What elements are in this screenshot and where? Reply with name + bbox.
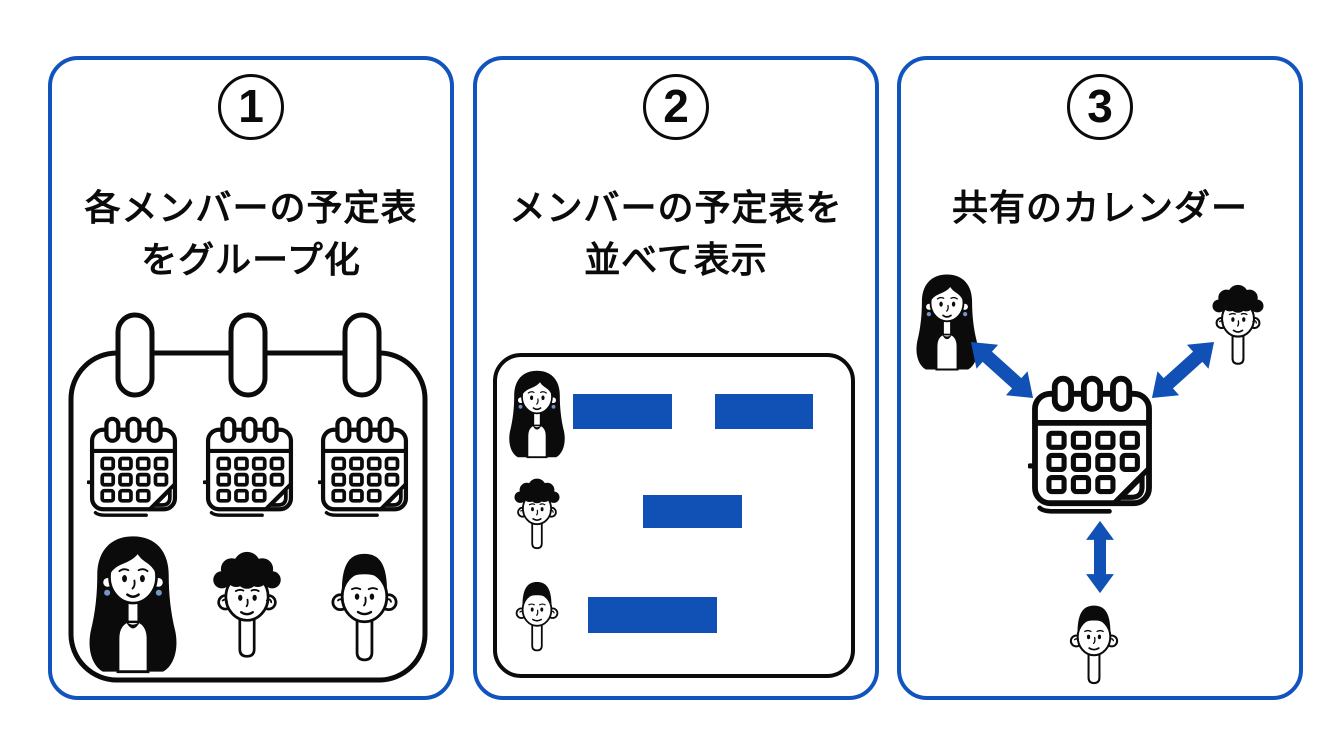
- side-by-side-schedules-illustration: [493, 353, 855, 678]
- calendar-icon: [87, 416, 180, 518]
- short-hair-man-avatar-icon: [318, 533, 411, 677]
- curly-hair-man-avatar-icon: [507, 467, 567, 561]
- shared-calendar-icon: [1028, 374, 1156, 516]
- shared-calendar-illustration: [901, 60, 1299, 696]
- panel-3-title: 共有のカレンダー: [901, 182, 1299, 234]
- woman-avatar-icon: [507, 367, 567, 461]
- short-hair-man-avatar-icon: [1060, 589, 1128, 697]
- double-arrow-icon: [1082, 519, 1118, 595]
- short-hair-man-avatar-icon: [507, 567, 567, 663]
- calendar-icon: [203, 416, 296, 518]
- step-3-number-badge: 3: [1067, 74, 1133, 140]
- woman-avatar-icon: [86, 530, 180, 678]
- panel-step-2: 2 メンバーの予定表を 並べて表示: [473, 56, 879, 700]
- curly-hair-man-avatar-icon: [202, 533, 292, 677]
- panel-3-title-line-1: 共有のカレンダー: [951, 187, 1248, 228]
- panel-1-title-line-2: をグループ化: [141, 239, 361, 280]
- panel-step-3: 3 共有のカレンダー: [897, 56, 1303, 700]
- step-2-number-badge: 2: [643, 74, 709, 140]
- step-2-number: 2: [663, 79, 689, 132]
- schedule-block: [715, 394, 813, 429]
- calendar-icon: [318, 416, 411, 518]
- schedule-block: [588, 597, 717, 633]
- schedule-block: [573, 394, 672, 429]
- schedule-block: [643, 495, 742, 528]
- step-1-number: 1: [238, 79, 264, 132]
- grouped-calendars-illustration: [68, 312, 428, 684]
- panel-2-title-line-1: メンバーの予定表を: [509, 187, 843, 228]
- step-1-number-badge: 1: [218, 74, 284, 140]
- panel-2-title: メンバーの予定表を 並べて表示: [477, 182, 875, 286]
- panel-1-title: 各メンバーの予定表 をグループ化: [52, 182, 450, 286]
- panel-step-1: 1 各メンバーの予定表 をグループ化: [48, 56, 454, 700]
- panel-2-title-line-2: 並べて表示: [584, 239, 768, 280]
- panel-1-title-line-1: 各メンバーの予定表: [84, 187, 418, 228]
- step-3-number: 3: [1087, 79, 1113, 132]
